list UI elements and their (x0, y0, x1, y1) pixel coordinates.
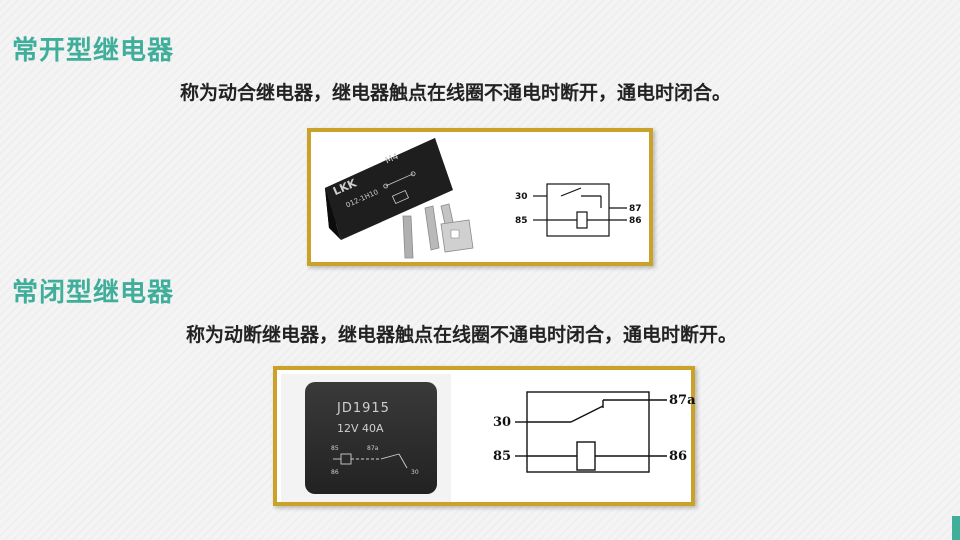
pin-label-85: 85 (515, 216, 528, 226)
figure-normally-closed: JD1915 12V 40A 85 87a 86 30 (273, 366, 696, 506)
description-normally-open: 称为动合继电器，继电器触点在线圈不通电时断开，通电时闭合。 (180, 82, 732, 104)
slide-accent-bar (952, 516, 960, 540)
relay-pin-87a-text: 87a (367, 445, 379, 452)
pin-label-85: 85 (493, 449, 511, 464)
relay-photo-jd1915: JD1915 12V 40A 85 87a 86 30 (281, 374, 451, 502)
pin-label-86: 86 (669, 449, 687, 464)
pin-label-87a: 87a (669, 393, 696, 408)
pin-label-86: 86 (629, 216, 642, 226)
pin-label-30: 30 (515, 192, 528, 202)
relay-pin-30-text: 30 (411, 469, 419, 476)
pin-label-30: 30 (493, 415, 511, 430)
relay-pin-86-text: 86 (331, 469, 339, 476)
relay-model-text: JD1915 (336, 401, 390, 416)
schematic-normally-closed: 30 85 87a 86 (493, 391, 696, 473)
heading-normally-open: 常开型继电器 (12, 36, 175, 66)
schematic-normally-open: 30 85 87 86 (515, 183, 642, 237)
heading-normally-closed: 常闭型继电器 (12, 278, 175, 308)
figure-normally-open: LKK M4 012-1H10 30 85 87 86 (307, 128, 653, 266)
relay-rating-text: 12V 40A (337, 422, 384, 435)
relay-photo-lkk: LKK M4 012-1H10 (317, 136, 497, 262)
relay-pin-85-text: 85 (331, 445, 339, 452)
description-normally-closed: 称为动断继电器，继电器触点在线圈不通电时闭合，通电时断开。 (186, 324, 738, 346)
pin-label-87: 87 (629, 204, 642, 214)
